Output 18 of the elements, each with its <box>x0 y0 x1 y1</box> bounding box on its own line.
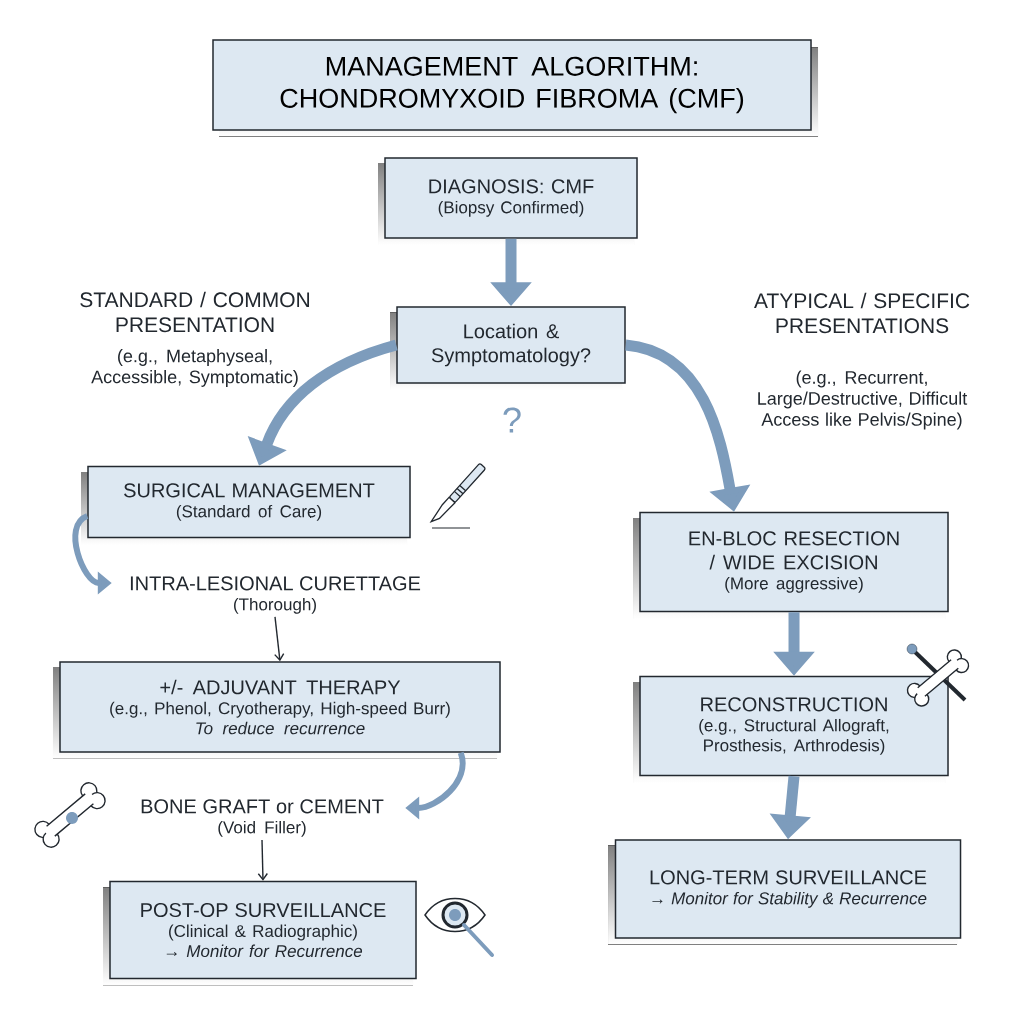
process-box: SURGICAL MANAGEMENT (Standard of Care) <box>81 465 411 545</box>
step-text: INTRA-LESIONAL CURETTAGE (Thorough) <box>130 576 421 614</box>
arrow <box>274 616 285 662</box>
process-box: DIAGNOSIS: CMF (Biopsy Confirmed) <box>378 157 638 245</box>
branch-heading: STANDARD / COMMON PRESENTATION <box>80 291 309 333</box>
decision-box: Location & Symptomatology? <box>390 306 626 390</box>
process-box: LONG-TERM SURVEILLANCE → Monitor for Stability & Recurrence <box>608 839 962 945</box>
branch-note: (e.g., Metaphyseal, Accessible, Symptomatic) <box>91 349 298 387</box>
title-box: MANAGEMENT ALGORITHM: CHONDROMYXOID FIBROMA (CMF) <box>212 39 818 137</box>
question-mark: ? <box>503 407 521 433</box>
process-box: EN-BLOC RESECTION / WIDE EXCISION (More aggressive) <box>633 511 949 619</box>
process-box: +/- ADJUVANT THERAPY (e.g., Phenol, Cryotherapy, High-speed Burr) To reduce recurrence <box>53 661 501 759</box>
arrow <box>257 839 269 881</box>
process-box: RECONSTRUCTION (e.g., Structural Allograft, Prosthesis, Arthrodesis) <box>633 675 949 783</box>
branch-heading: ATYPICAL / SPECIFIC PRESENTATIONS <box>754 292 970 334</box>
branch-note: (e.g., Recurrent, Large/Destructive, Difficult Access like Pelvis/Spine) <box>758 370 968 430</box>
process-box: POST-OP SURVEILLANCE (Clinical & Radiographic) → Monitor for Recurrence <box>103 880 417 986</box>
step-text: BONE GRAFT or CEMENT (Void Filler) <box>141 799 384 837</box>
